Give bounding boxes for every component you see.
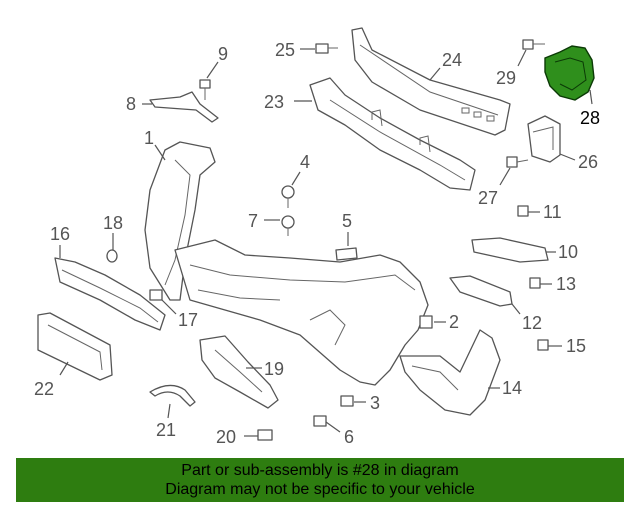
part-5-emblem	[335, 232, 358, 261]
callout-22: 22	[34, 379, 54, 399]
callout-8: 8	[126, 94, 136, 114]
part-27-bolt	[499, 156, 529, 186]
banner-line-2: Diagram may not be specific to your vehi…	[165, 481, 475, 498]
part-29-bolt	[517, 39, 545, 67]
part-7-clip	[264, 215, 295, 236]
part-6-nut	[313, 415, 341, 433]
part-19-grille-frame	[199, 335, 279, 409]
callout-4: 4	[300, 152, 310, 172]
callout-2: 2	[449, 312, 459, 332]
callout-labels: 1 2 3 4 5 6 7 8 9 10 11 12 13 14 15 16 1…	[34, 40, 600, 447]
callout-26: 26	[578, 152, 598, 172]
callout-25: 25	[275, 40, 295, 60]
part-2-clip	[419, 315, 446, 329]
part-8-bracket	[142, 91, 219, 123]
callout-27: 27	[478, 188, 498, 208]
part-22-license-bracket	[37, 312, 113, 381]
part-21-molding	[149, 384, 196, 419]
callout-23: 23	[264, 92, 284, 112]
info-banner: Part or sub-assembly is #28 in diagram D…	[16, 458, 624, 502]
part-10-side-bracket	[471, 237, 556, 263]
part-13-bolt	[529, 277, 552, 289]
part-14-side-retainer	[399, 329, 501, 416]
bumper-cover	[174, 239, 429, 386]
callout-20: 20	[216, 427, 236, 447]
callout-16: 16	[50, 224, 70, 244]
part-11-bolt	[517, 205, 540, 217]
callout-29: 29	[496, 68, 516, 88]
callout-15: 15	[566, 336, 586, 356]
callout-24: 24	[442, 50, 462, 70]
part-12-bracket	[449, 275, 521, 315]
callout-1: 1	[144, 128, 154, 148]
part-25-bolt	[300, 43, 338, 54]
callout-13: 13	[556, 274, 576, 294]
part-24-reinforcement-beam	[351, 27, 511, 136]
callout-12: 12	[522, 313, 542, 333]
banner-line-1: Part or sub-assembly is #28 in diagram	[181, 462, 459, 479]
callout-19: 19	[264, 359, 284, 379]
callout-5: 5	[342, 211, 352, 231]
part-15-bolt	[537, 339, 562, 351]
part-4-clip	[281, 171, 301, 208]
callout-28-highlighted: 28	[580, 108, 600, 128]
callout-6: 6	[344, 427, 354, 447]
part-23-energy-absorber	[294, 77, 476, 191]
part-16-lower-absorber	[54, 245, 166, 331]
part-9-bolt	[199, 61, 219, 100]
callout-9: 9	[218, 44, 228, 64]
part-26-bracket	[527, 115, 576, 163]
part-17-clip	[149, 289, 177, 315]
callout-3: 3	[370, 393, 380, 413]
callout-18: 18	[103, 213, 123, 233]
part-3-nut	[340, 395, 366, 407]
part-18-plug	[106, 233, 118, 263]
callout-17: 17	[178, 310, 198, 330]
part-20-retainer	[244, 429, 273, 441]
callout-10: 10	[558, 242, 578, 262]
callout-7: 7	[248, 211, 258, 231]
callout-11: 11	[543, 202, 562, 222]
callout-21: 21	[156, 420, 176, 440]
part-28-bracket-highlighted	[544, 45, 595, 105]
callout-14: 14	[502, 378, 522, 398]
